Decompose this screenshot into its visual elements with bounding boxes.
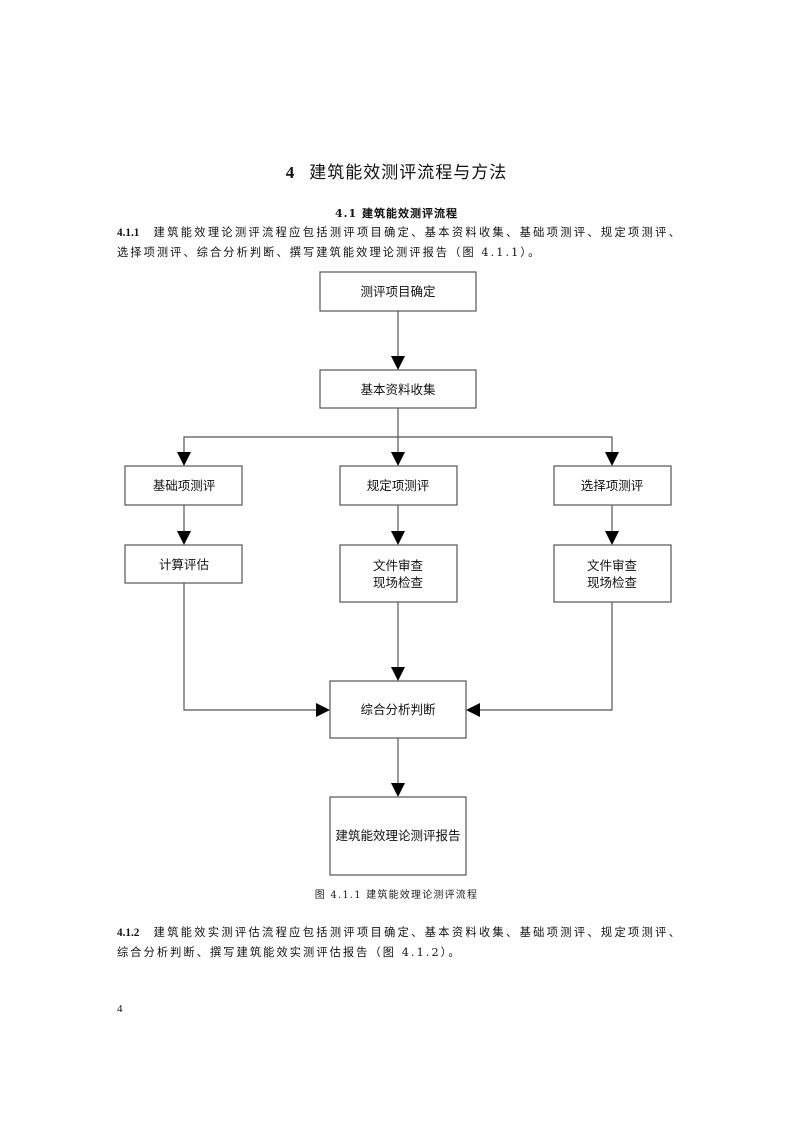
clause-number: 4.1.2 [117, 927, 140, 939]
node-optional: 选择项测评 [553, 465, 672, 506]
node-label: 综合分析判断 [360, 702, 435, 717]
chapter-title-text: 建筑能效测评流程与方法 [309, 163, 508, 183]
node-label: 测评项目确定 [360, 284, 435, 299]
arrow-right-icon [316, 703, 330, 717]
node-analysis: 综合分析判断 [329, 680, 467, 739]
chapter-title: 4 建筑能效测评流程与方法 [0, 158, 793, 183]
clause-number: 4.1.1 [117, 227, 140, 239]
section-title: 4.1 建筑能效测评流程 [335, 207, 458, 220]
node-report: 建筑能效理论测评报告 [329, 796, 467, 876]
arrow-down-icon [605, 531, 619, 545]
node-label: 计算评估 [159, 557, 209, 572]
edge-split-horizontal [183, 436, 613, 452]
node-doc-required: 文件审查 现场检查 [339, 544, 458, 603]
clause-text: 建筑能效实测评估流程应包括测评项目确定、基本资料收集、基础项测评、规定项测评、综… [117, 926, 682, 959]
node-label: 现场检查 [587, 575, 638, 590]
node-label: 基础项测评 [153, 478, 216, 493]
node-basic: 基础项测评 [124, 465, 243, 506]
node-label: 基本资料收集 [360, 382, 436, 397]
edge-optdoc-analysis [480, 602, 613, 711]
node-label: 现场检查 [373, 575, 424, 590]
node-project: 测评项目确定 [319, 271, 477, 312]
arrow-down-icon [391, 452, 405, 466]
node-required: 规定项测评 [339, 465, 458, 506]
node-doc-optional: 文件审查 现场检查 [553, 544, 672, 603]
node-label: 建筑能效理论测评报告 [335, 828, 460, 843]
arrow-down-icon [391, 531, 405, 545]
edge-calc-analysis [183, 583, 316, 711]
arrow-down-icon [177, 452, 191, 466]
arrow-left-icon [466, 703, 480, 717]
clause-text: 建筑能效理论测评流程应包括测评项目确定、基本资料收集、基础项测评、规定项测评、选… [117, 226, 682, 259]
arrow-down-icon [177, 531, 191, 545]
arrow-down-icon [391, 356, 405, 370]
page-number: 4 [117, 1003, 123, 1015]
node-label: 文件审查 [587, 558, 638, 573]
arrow-down-icon [391, 667, 405, 681]
node-calc: 计算评估 [124, 544, 243, 584]
arrow-down-icon [391, 783, 405, 797]
node-collect: 基本资料收集 [319, 369, 477, 409]
chapter-number: 4 [285, 163, 296, 182]
node-label: 规定项测评 [367, 478, 430, 493]
arrow-down-icon [605, 452, 619, 466]
node-label: 文件审查 [373, 558, 424, 573]
figure-caption: 图 4.1.1 建筑能效理论测评流程 [314, 890, 479, 901]
arrowheads [177, 356, 619, 797]
node-label: 选择项测评 [581, 478, 644, 493]
connectors [183, 311, 613, 783]
